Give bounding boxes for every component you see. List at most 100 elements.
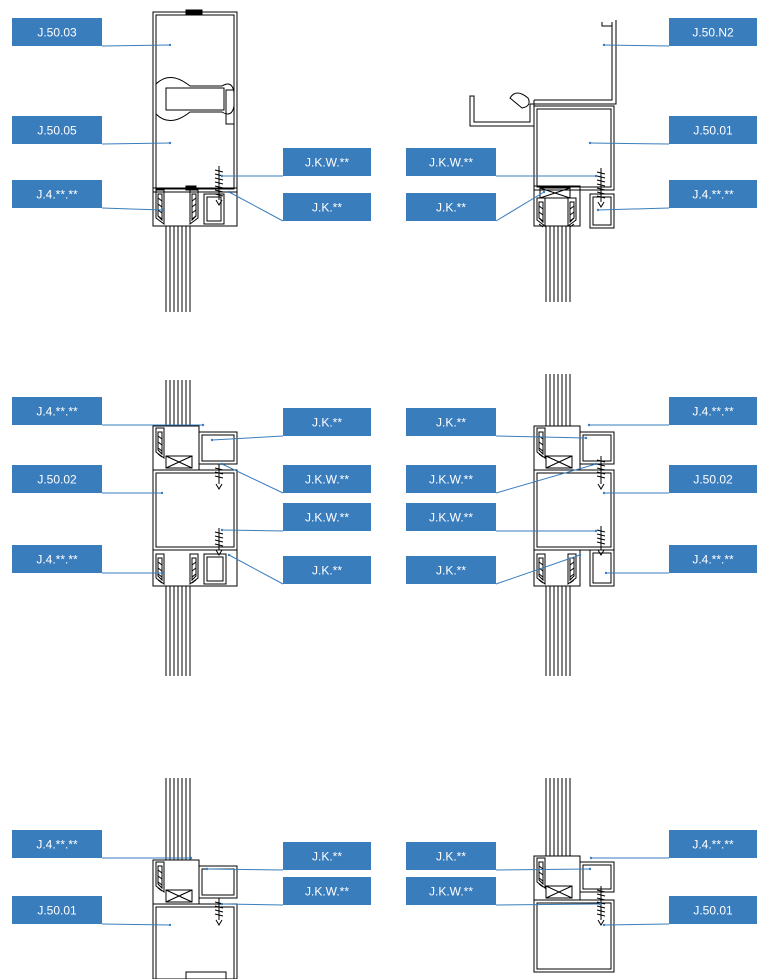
[object SVGGElement] xyxy=(214,166,224,206)
label-top-left-profile-top: J.50.03 xyxy=(12,18,102,46)
label-box xyxy=(669,465,757,493)
screw-thread xyxy=(214,189,224,193)
label-box xyxy=(406,465,496,493)
bead-hatch xyxy=(191,567,197,572)
label-text: J.K.W.** xyxy=(305,156,349,170)
screw-thread xyxy=(214,185,224,189)
screw-thread xyxy=(596,537,606,541)
screw-thread xyxy=(214,539,224,543)
leader-dot xyxy=(160,491,164,495)
[object SVGGElement] xyxy=(545,885,573,899)
label-box xyxy=(283,465,371,493)
connector-upper xyxy=(155,77,235,93)
[object SVGGElement] xyxy=(189,553,199,585)
label-top-left-profile-mid: J.50.05 xyxy=(12,116,102,144)
bead-hatch xyxy=(191,573,197,578)
bead-hatch xyxy=(157,215,163,220)
clip-inner xyxy=(592,552,612,584)
leader-bottom-right-profile xyxy=(603,923,670,926)
label-text: J.4.**.** xyxy=(36,188,78,202)
label-box xyxy=(283,877,371,905)
[object SVGGElement] xyxy=(596,456,606,490)
profile-j-50-01-inner xyxy=(536,108,612,188)
spacer-cross xyxy=(165,455,193,469)
label-top-right-cap: J.50.N2 xyxy=(669,18,757,46)
bead-hatch xyxy=(538,223,544,228)
screw-thread xyxy=(596,901,606,905)
label-text: J.50.02 xyxy=(37,473,77,487)
bead-core xyxy=(191,557,197,582)
[object SVGGElement] xyxy=(596,168,606,208)
screw-tip xyxy=(215,919,223,926)
clip-inner xyxy=(206,556,224,582)
cross-section-drawings xyxy=(152,9,617,979)
label-mid-left-clip-bottom: J.K.** xyxy=(283,556,371,584)
label-text: J.K.** xyxy=(312,564,342,578)
leader-bottom-left-screw xyxy=(221,903,284,906)
label-box xyxy=(406,877,496,905)
profile-j-50-02-inner xyxy=(536,472,612,548)
bottom-notch xyxy=(185,971,227,979)
leader-dot xyxy=(594,462,598,466)
label-box xyxy=(12,465,102,493)
bead-hatch xyxy=(157,887,163,892)
bead-body xyxy=(155,861,165,893)
label-text: J.K.** xyxy=(312,416,342,430)
bead-hatch xyxy=(157,875,163,880)
label-bottom-left-glazing-bead: J.4.**.** xyxy=(12,830,102,858)
label-box xyxy=(12,116,102,144)
panel-top-right-drawing xyxy=(469,20,617,302)
label-top-left-glazing-bead: J.4.**.** xyxy=(12,180,102,208)
leader-dot xyxy=(602,43,606,47)
profile-j-50-02-outer xyxy=(533,469,615,551)
label-mid-left-glazing-bead-top: J.4.**.** xyxy=(12,397,102,425)
leader-dot xyxy=(227,190,231,194)
label-top-right-clip: J.K.** xyxy=(406,193,496,221)
panel-bottom-right-drawing xyxy=(533,778,615,973)
bead-core xyxy=(538,557,544,582)
label-text: J.50.02 xyxy=(693,473,733,487)
label-box xyxy=(12,397,102,425)
screw-thread xyxy=(596,179,606,183)
bead-body xyxy=(567,197,577,227)
bead-hatch xyxy=(538,877,544,882)
panel-mid-right-drawing xyxy=(533,374,615,676)
screw-thread xyxy=(214,475,224,479)
screw-thread xyxy=(596,541,606,545)
[object SVGGElement] xyxy=(596,886,606,926)
leader-dot xyxy=(161,571,165,575)
bead-body xyxy=(536,427,546,459)
leader-top-left-glazing-bead xyxy=(101,207,164,211)
bead-hatch xyxy=(157,881,163,886)
cap-hook xyxy=(509,92,530,109)
leader-dot xyxy=(594,529,598,533)
label-text: J.K.W.** xyxy=(305,885,349,899)
label-box xyxy=(283,842,371,870)
leader-dot xyxy=(220,528,224,532)
leader-dot xyxy=(578,553,582,557)
glazing-pocket xyxy=(533,185,581,227)
leader-dot xyxy=(596,208,600,212)
[object SVGGElement] xyxy=(189,189,199,225)
label-box xyxy=(283,408,371,436)
leader-dot xyxy=(594,174,598,178)
[object SVGGElement] xyxy=(155,553,165,585)
screw-thread xyxy=(214,531,224,535)
label-text: J.4.**.** xyxy=(36,405,78,419)
label-box xyxy=(406,193,496,221)
bead-hatch xyxy=(569,579,575,584)
label-mid-left-profile: J.50.02 xyxy=(12,465,102,493)
screw-thread xyxy=(596,175,606,179)
profile-j-50-01-outer xyxy=(533,105,615,191)
leader-mid-left-clip-top xyxy=(211,435,284,441)
label-text: J.K.W.** xyxy=(305,473,349,487)
bead-core xyxy=(157,193,163,222)
bead-hatch xyxy=(538,561,544,566)
bead-body xyxy=(189,189,199,225)
label-box xyxy=(669,18,757,46)
label-bottom-right-clip: J.K.** xyxy=(406,842,496,870)
glazing-pocket-bottom xyxy=(152,549,238,587)
label-text: J.K.W.** xyxy=(429,885,473,899)
[object SVGGElement] xyxy=(214,898,224,926)
panel-mid-left-drawing xyxy=(152,380,238,676)
